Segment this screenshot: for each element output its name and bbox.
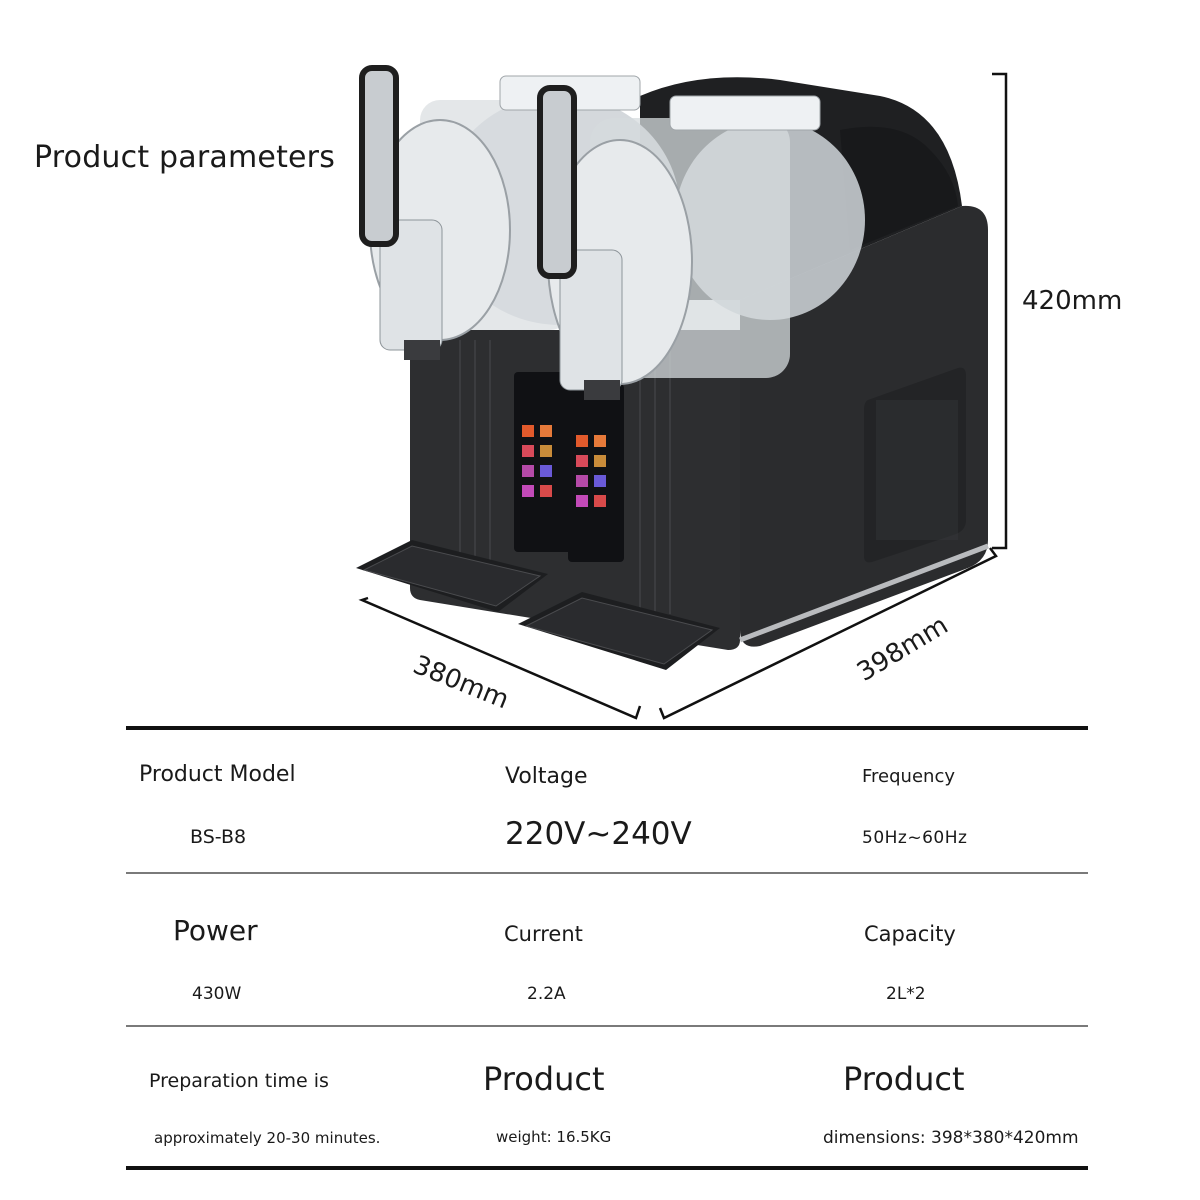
voltage-label: Voltage xyxy=(505,764,588,789)
capacity-value: 2L*2 xyxy=(886,984,926,1004)
power-label: Power xyxy=(173,914,258,947)
model-value: BS-B8 xyxy=(190,826,247,848)
dimensions-label: Product xyxy=(843,1060,965,1098)
prep-time-label: Preparation time is xyxy=(149,1070,329,1092)
dimensions-value: dimensions: 398*380*420mm xyxy=(823,1128,1079,1148)
dimension-lines xyxy=(358,72,1008,720)
model-label: Product Model xyxy=(139,762,296,787)
weight-value: weight: 16.5KG xyxy=(496,1128,612,1146)
table-row-rule-2 xyxy=(126,1025,1088,1027)
weight-label: Product xyxy=(483,1060,605,1098)
current-label: Current xyxy=(504,922,583,946)
power-value: 430W xyxy=(192,984,242,1004)
frequency-value: 50Hz~60Hz xyxy=(862,828,968,848)
voltage-value: 220V~240V xyxy=(505,816,692,852)
slush-machine-image xyxy=(356,65,1008,720)
height-dimension-label: 420mm xyxy=(1022,286,1123,316)
table-bottom-rule xyxy=(126,1166,1088,1170)
page-title: Product parameters xyxy=(34,140,336,175)
table-row-rule-1 xyxy=(126,872,1088,874)
prep-time-value: approximately 20-30 minutes. xyxy=(154,1129,381,1147)
table-top-rule xyxy=(126,726,1088,730)
frequency-label: Frequency xyxy=(862,766,955,787)
current-value: 2.2A xyxy=(527,984,566,1004)
capacity-label: Capacity xyxy=(864,922,956,946)
